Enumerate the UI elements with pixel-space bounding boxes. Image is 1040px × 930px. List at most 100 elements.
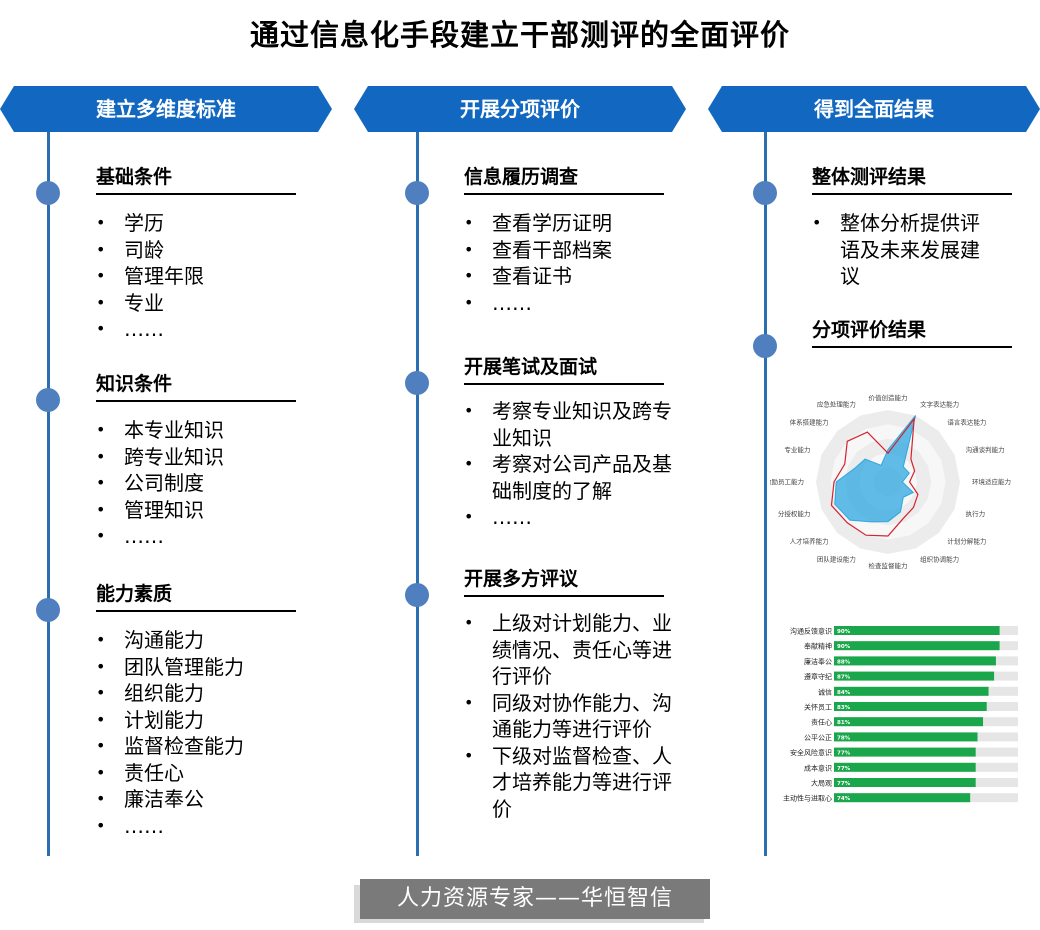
section-rule [464,595,664,597]
timeline-line [764,132,767,856]
list-item: 考察对公司产品及基础制度的了解 [464,451,679,504]
section-title: 基础条件 [96,166,173,188]
list-item: 廉洁奉公 [96,786,244,813]
banner-shape [354,86,686,132]
list-item: 下级对监督检查、人才培养能力等进行评价 [464,743,679,823]
bar [834,686,989,696]
list-item: 司龄 [96,237,204,264]
banner-shape [708,86,1040,132]
timeline-dot [36,181,60,205]
bar-value-label: 81% [837,720,851,726]
radar-axis-label: 执行力 [966,509,986,518]
banner: 开展分项评价 [354,86,686,132]
list-item: …… [464,290,612,317]
list-item: 组织能力 [96,680,244,707]
bar-value-label: 88% [837,659,851,665]
list-item: 沟通能力 [96,627,244,654]
section-rule [96,193,296,195]
radar-axis-label: 体系搭建能力 [790,418,829,427]
radar-series-area [834,415,917,523]
section-rule [464,383,664,385]
banner-shape [0,86,332,132]
bar [834,762,976,772]
list-item: …… [464,504,679,531]
section-title: 信息履历调查 [464,166,579,188]
bar-value-label: 77% [837,751,851,757]
footer-brand: 人力资源专家——华恒智信 [354,879,710,923]
bar-category-label: 大局观 [811,779,832,788]
section-rule [96,610,296,612]
bar [834,717,984,727]
list-item: 跨专业知识 [96,444,224,471]
radar-axis-label: 分授权能力 [778,509,811,518]
bar-value-label: 90% [837,629,851,635]
timeline-dot [405,181,429,205]
list-item: 团队管理能力 [96,654,244,681]
radar-axis-label: 语言表达能力 [947,418,986,427]
timeline-line [416,132,419,856]
section-review: 开展多方评议 上级对计划能力、业绩情况、责任心等进行评价 同级对协作能力、沟通能… [405,566,685,821]
bar-category-label: 安全风险意识 [790,748,832,757]
bar-category-label: 奉献精神 [804,642,832,651]
list-item: 公司制度 [96,470,224,497]
list-item: 上级对计划能力、业绩情况、责任心等进行评价 [464,610,679,690]
section-title: 整体测评结果 [812,166,927,188]
section-title: 分项评价结果 [812,319,927,341]
timeline-line [47,132,50,856]
bar [834,793,971,803]
bar [834,656,996,666]
radar-axis-label: 检查监督能力 [869,561,908,570]
bar-value-label: 78% [837,735,851,741]
radar-series-line [830,416,919,537]
bar-category-label: 成本意识 [804,763,832,772]
footer-shadow [354,885,360,923]
bar-category-label: 诚信 [818,687,832,696]
list-item: 学历 [96,210,204,237]
item-list: 沟通能力 团队管理能力 组织能力 计划能力 监督检查能力 责任心 廉洁奉公 …… [96,627,244,839]
radar-axis-label: 组织协调能力 [920,555,959,564]
section-sub-results: 分项评价结果 [753,317,1038,358]
section-rule [812,193,1012,195]
column-evaluation: 开展分项评价 信息履历调查 查看学历证明 查看干部档案 查看证书 …… 开展笔试… [354,86,686,856]
bar [834,641,1000,651]
list-item: 查看干部档案 [464,237,612,264]
section-title: 开展笔试及面试 [464,356,598,378]
radar-axis-label: 环境适应能力 [972,477,1011,486]
section-title: 开展多方评议 [464,568,579,590]
item-list: 学历 司龄 管理年限 专业 …… [96,210,204,343]
radar-axis-label: 沟通谈判能力 [966,445,1005,454]
item-list: 整体分析提供评语及未来发展建议 [812,210,992,290]
banner-label: 建立多维度标准 [96,97,236,121]
radar-axis-label: 团队建设能力 [817,555,856,564]
list-item: 整体分析提供评语及未来发展建议 [812,210,992,290]
item-list: 本专业知识 跨专业知识 公司制度 管理知识 …… [96,417,224,550]
section-basic: 基础条件 学历 司龄 管理年限 专业 …… [36,164,326,342]
bar-value-label: 83% [837,705,851,711]
banner-label: 得到全面结果 [814,97,934,121]
footer-label: 人力资源专家——华恒智信 [360,879,710,919]
bar-value-label: 90% [837,644,851,650]
timeline-dot [753,181,777,205]
list-item: 专业 [96,290,204,317]
list-item: …… [96,523,224,550]
section-overall: 整体测评结果 整体分析提供评语及未来发展建议 [753,164,1038,288]
section-exam: 开展笔试及面试 考察专业知识及跨专业知识 考察对公司产品及基础制度的了解 …… [405,354,685,530]
radar-axis-label: 计划分解能力 [947,536,986,545]
bar [834,747,976,757]
section-resume: 信息履历调查 查看学历证明 查看干部档案 查看证书 …… [405,164,685,316]
banner: 建立多维度标准 [0,86,332,132]
radar-axis-label: 应急处理能力 [817,399,856,408]
list-item: 本专业知识 [96,417,224,444]
bar-category-label: 责任心 [811,718,832,727]
bar-value-label: 77% [837,766,851,772]
section-ability: 能力素质 沟通能力 团队管理能力 组织能力 计划能力 监督检查能力 责任心 廉洁… [36,581,326,839]
item-list: 查看学历证明 查看干部档案 查看证书 …… [464,210,612,316]
section-title: 能力素质 [96,583,173,605]
section-rule [812,346,1012,348]
bar-value-label: 77% [837,781,851,787]
list-item: 计划能力 [96,707,244,734]
bar-category-label: 主动性与进取心 [783,794,832,803]
bar [834,671,995,681]
timeline-dot [405,371,429,395]
